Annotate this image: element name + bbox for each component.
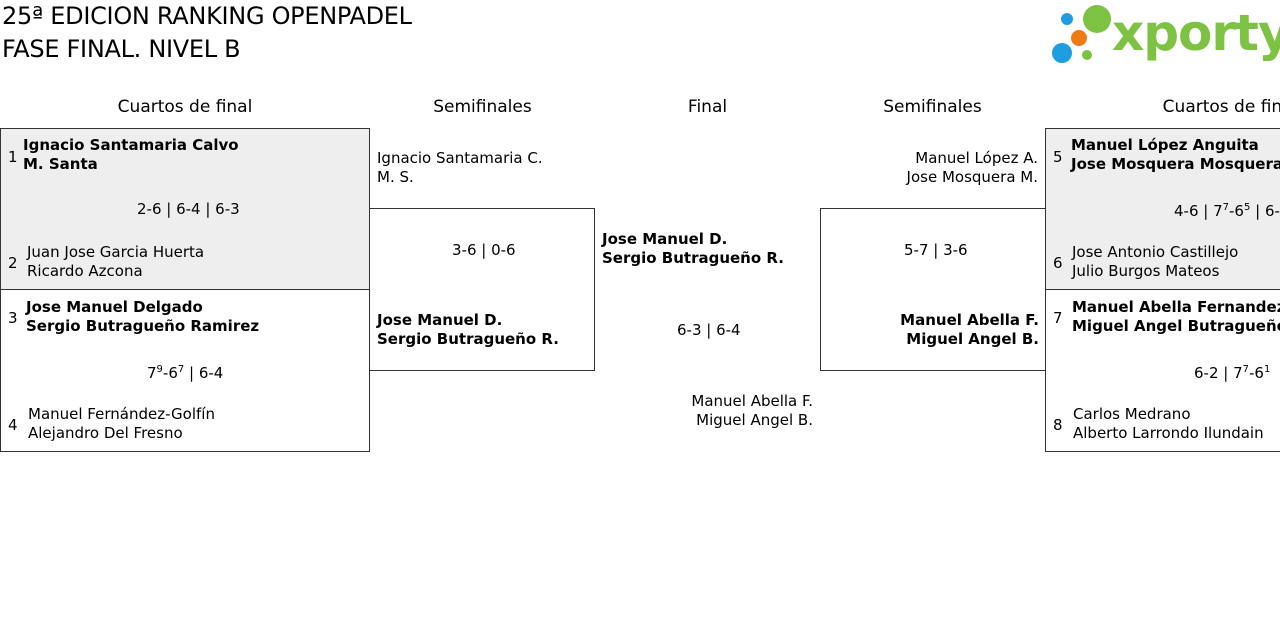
- team-name-line: M. S.: [377, 168, 414, 186]
- team-name-line: Sergio Butragueño R.: [602, 249, 784, 267]
- seed-number: 8: [1053, 416, 1063, 434]
- round-quarters-left: Cuartos de final: [117, 97, 253, 117]
- team-name-line: Miguel Angel B.: [696, 411, 813, 429]
- team-name-line: Sergio Butragueño Ramirez: [26, 317, 260, 335]
- match-score: 79-67 | 6-4: [147, 364, 224, 382]
- page-subtitle: FASE FINAL. NIVEL B: [2, 35, 241, 63]
- match-score: 2-6 | 6-4 | 6-3: [137, 200, 240, 218]
- team-name-line: Manuel López Anguita: [1071, 136, 1259, 154]
- team-name-line: Alejandro Del Fresno: [28, 424, 183, 442]
- match-score: 6-2 | 77-61: [1194, 364, 1271, 382]
- seed-number: 1: [8, 148, 18, 166]
- team-name-line: Ignacio Santamaria Calvo: [23, 136, 239, 154]
- team-name-line: Sergio Butragueño R.: [377, 330, 559, 348]
- seed-number: 3: [8, 309, 18, 327]
- match-qf3: 5 Manuel López Anguita Jose Mosquera Mos…: [1045, 128, 1280, 290]
- match-score: 4-6 | 77-65 | 6-4: [1174, 202, 1280, 220]
- match-qf1: 1 Ignacio Santamaria Calvo M. Santa 2-6 …: [0, 128, 370, 290]
- team-name-line: Manuel López A.: [915, 149, 1038, 167]
- team-name-line: Jose Manuel D.: [602, 230, 728, 248]
- match-qf2: 3 Jose Manuel Delgado Sergio Butragueño …: [0, 289, 370, 452]
- seed-number: 5: [1053, 148, 1063, 166]
- team-name-line: Juan Jose Garcia Huerta: [27, 243, 205, 261]
- team-name-line: Ricardo Azcona: [27, 262, 143, 280]
- match-score: 3-6 | 0-6: [452, 241, 516, 259]
- logo-text: xporty: [1112, 4, 1280, 62]
- xporty-logo: xporty: [1050, 2, 1280, 70]
- team-name-line: Jose Mosquera M.: [906, 168, 1038, 186]
- seed-number: 4: [8, 416, 18, 434]
- match-qf4: 7 Manuel Abella Fernandez Miguel Angel B…: [1045, 289, 1280, 452]
- round-final: Final: [687, 97, 728, 117]
- team-name-line: Manuel Abella Fernandez: [1072, 298, 1280, 316]
- round-quarters-right: Cuartos de final: [1162, 97, 1280, 117]
- logo-dots-icon: [1052, 5, 1111, 63]
- team-name-line: Miguel Angel Butragueño: [1072, 317, 1280, 335]
- team-name-line: Manuel Abella F.: [691, 392, 813, 410]
- seed-number: 2: [8, 254, 18, 272]
- team-name-line: Jose Antonio Castillejo: [1072, 243, 1239, 261]
- team-name-line: Ignacio Santamaria C.: [377, 149, 543, 167]
- team-name-line: Jose Manuel Delgado: [26, 298, 203, 316]
- match-score: 5-7 | 3-6: [904, 241, 968, 259]
- team-name-line: Julio Burgos Mateos: [1072, 262, 1220, 280]
- team-name-line: Miguel Angel B.: [906, 330, 1039, 348]
- page-title: 25ª EDICION RANKING OPENPADEL: [2, 2, 412, 30]
- team-name-line: Jose Mosquera Mosquera Fe: [1071, 155, 1280, 173]
- team-name-line: Manuel Abella F.: [900, 311, 1039, 329]
- final-score: 6-3 | 6-4: [677, 321, 741, 339]
- seed-number: 6: [1053, 254, 1063, 272]
- match-sf-right: 5-7 | 3-6 Manuel Abella F. Miguel Angel …: [820, 208, 1046, 371]
- team-name-line: Carlos Medrano: [1073, 405, 1191, 423]
- match-sf-left: 3-6 | 0-6 Jose Manuel D. Sergio Butrague…: [369, 208, 595, 371]
- team-name-line: Alberto Larrondo Ilundain: [1073, 424, 1264, 442]
- round-semis-left: Semifinales: [433, 97, 532, 117]
- team-name-line: M. Santa: [23, 155, 98, 173]
- seed-number: 7: [1053, 309, 1063, 327]
- round-semis-right: Semifinales: [883, 97, 982, 117]
- team-name-line: Jose Manuel D.: [377, 311, 503, 329]
- team-name-line: Manuel Fernández-Golfín: [28, 405, 215, 423]
